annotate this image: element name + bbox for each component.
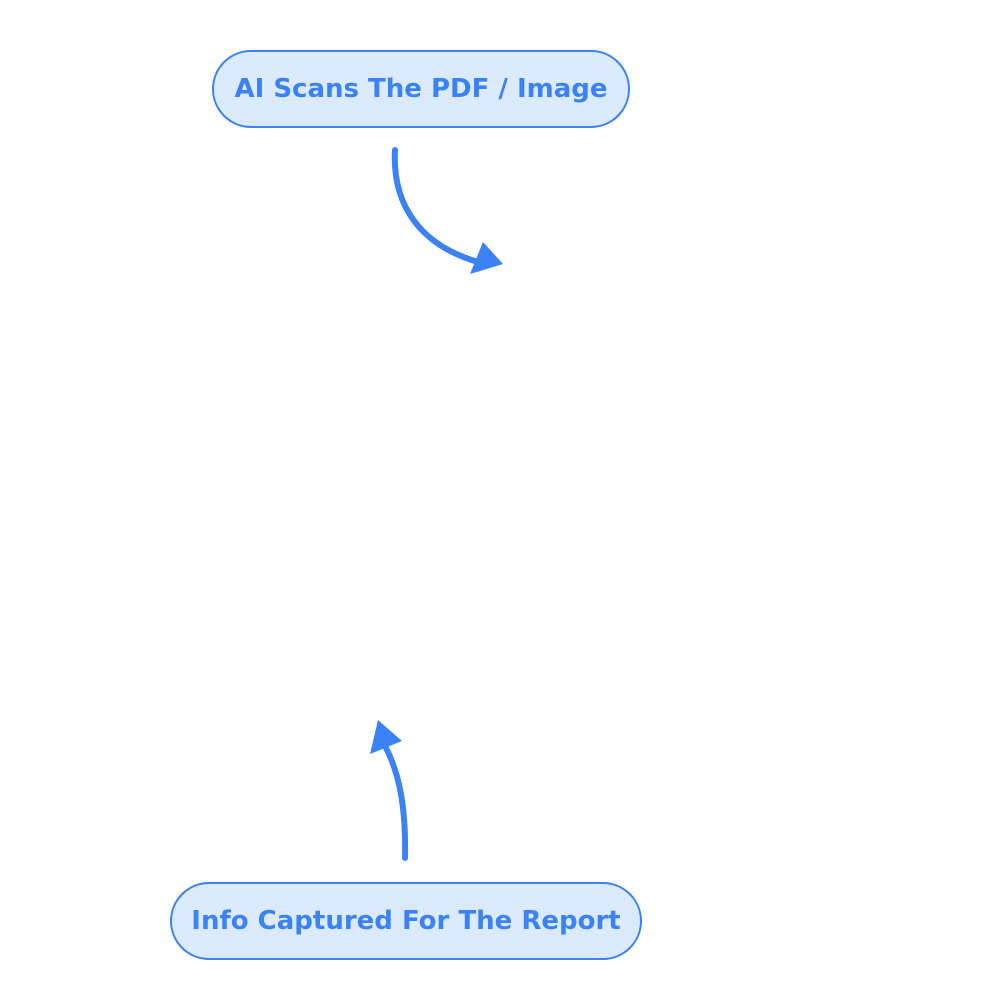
step-capture-pill: Info Captured For The Report bbox=[170, 882, 642, 960]
step-capture-label: Info Captured For The Report bbox=[191, 906, 621, 936]
step-scan-label: AI Scans The PDF / Image bbox=[234, 74, 608, 104]
curved-arrow-down-right-icon bbox=[391, 147, 503, 274]
curved-arrow-up-icon bbox=[370, 720, 409, 861]
step-scan-pill: AI Scans The PDF / Image bbox=[212, 50, 630, 128]
